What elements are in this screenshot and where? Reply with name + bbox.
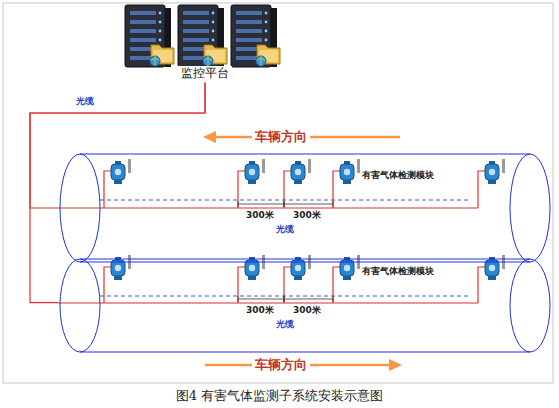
gas-detector-icon bbox=[485, 159, 505, 184]
fiber-branch bbox=[104, 267, 111, 303]
cable-label: 光缆 bbox=[276, 224, 294, 235]
monitor-platform: 监控平台 bbox=[125, 2, 285, 82]
gas-detector-icon bbox=[245, 159, 265, 184]
cable-label: 光缆 bbox=[276, 319, 294, 330]
distance-label: 300米 bbox=[293, 210, 321, 221]
fiber-cable bbox=[58, 207, 478, 208]
fiber-branch bbox=[104, 171, 111, 208]
gas-detector-icon bbox=[291, 159, 311, 184]
direction-label: 车辆方向 bbox=[252, 357, 310, 373]
fiber-cable bbox=[30, 82, 205, 208]
tunnel-cylinder: 车辆方向 bbox=[58, 153, 552, 263]
fiber-branch bbox=[284, 171, 291, 208]
fiber-branch bbox=[284, 267, 291, 303]
module-label: 有害气体检测模块 bbox=[362, 170, 434, 181]
server-tower bbox=[231, 5, 280, 67]
distance-label: 300米 bbox=[246, 305, 274, 316]
dashed-guide bbox=[100, 296, 470, 297]
figure-frame bbox=[3, 3, 553, 383]
dimension-line bbox=[284, 296, 333, 302]
fiber-branch bbox=[238, 267, 245, 303]
tunnel-outline bbox=[58, 153, 552, 263]
direction-arrow bbox=[203, 131, 402, 371]
fiber-branch bbox=[478, 171, 485, 208]
direction-label: 车辆方向 bbox=[252, 129, 310, 145]
server-tower bbox=[125, 5, 174, 67]
gas-detector-icon bbox=[340, 159, 360, 184]
module-label: 有害气体检测模块 bbox=[362, 266, 434, 277]
dashed-guide bbox=[100, 200, 470, 201]
server-icons bbox=[125, 5, 280, 67]
distance-label: 300米 bbox=[293, 305, 321, 316]
figure-caption: 图4 有害气体监测子系统安装示意图 bbox=[176, 388, 383, 404]
fiber-branch bbox=[333, 267, 340, 303]
server-tower bbox=[178, 5, 227, 67]
platform-label: 监控平台 bbox=[178, 66, 232, 80]
gas-detector-icon bbox=[111, 159, 131, 184]
cable-label: 光缆 bbox=[76, 96, 94, 107]
fiber-branch bbox=[333, 171, 340, 208]
fiber-cable bbox=[58, 302, 478, 303]
tunnel-equipment bbox=[58, 159, 505, 303]
dimension-line bbox=[284, 201, 333, 207]
dimension-line bbox=[238, 201, 284, 207]
dimension-line bbox=[238, 296, 284, 302]
fiber-branch bbox=[238, 171, 245, 208]
fiber-branch bbox=[478, 267, 485, 303]
distance-label: 300米 bbox=[246, 210, 274, 221]
fiber-cable bbox=[30, 82, 205, 302]
